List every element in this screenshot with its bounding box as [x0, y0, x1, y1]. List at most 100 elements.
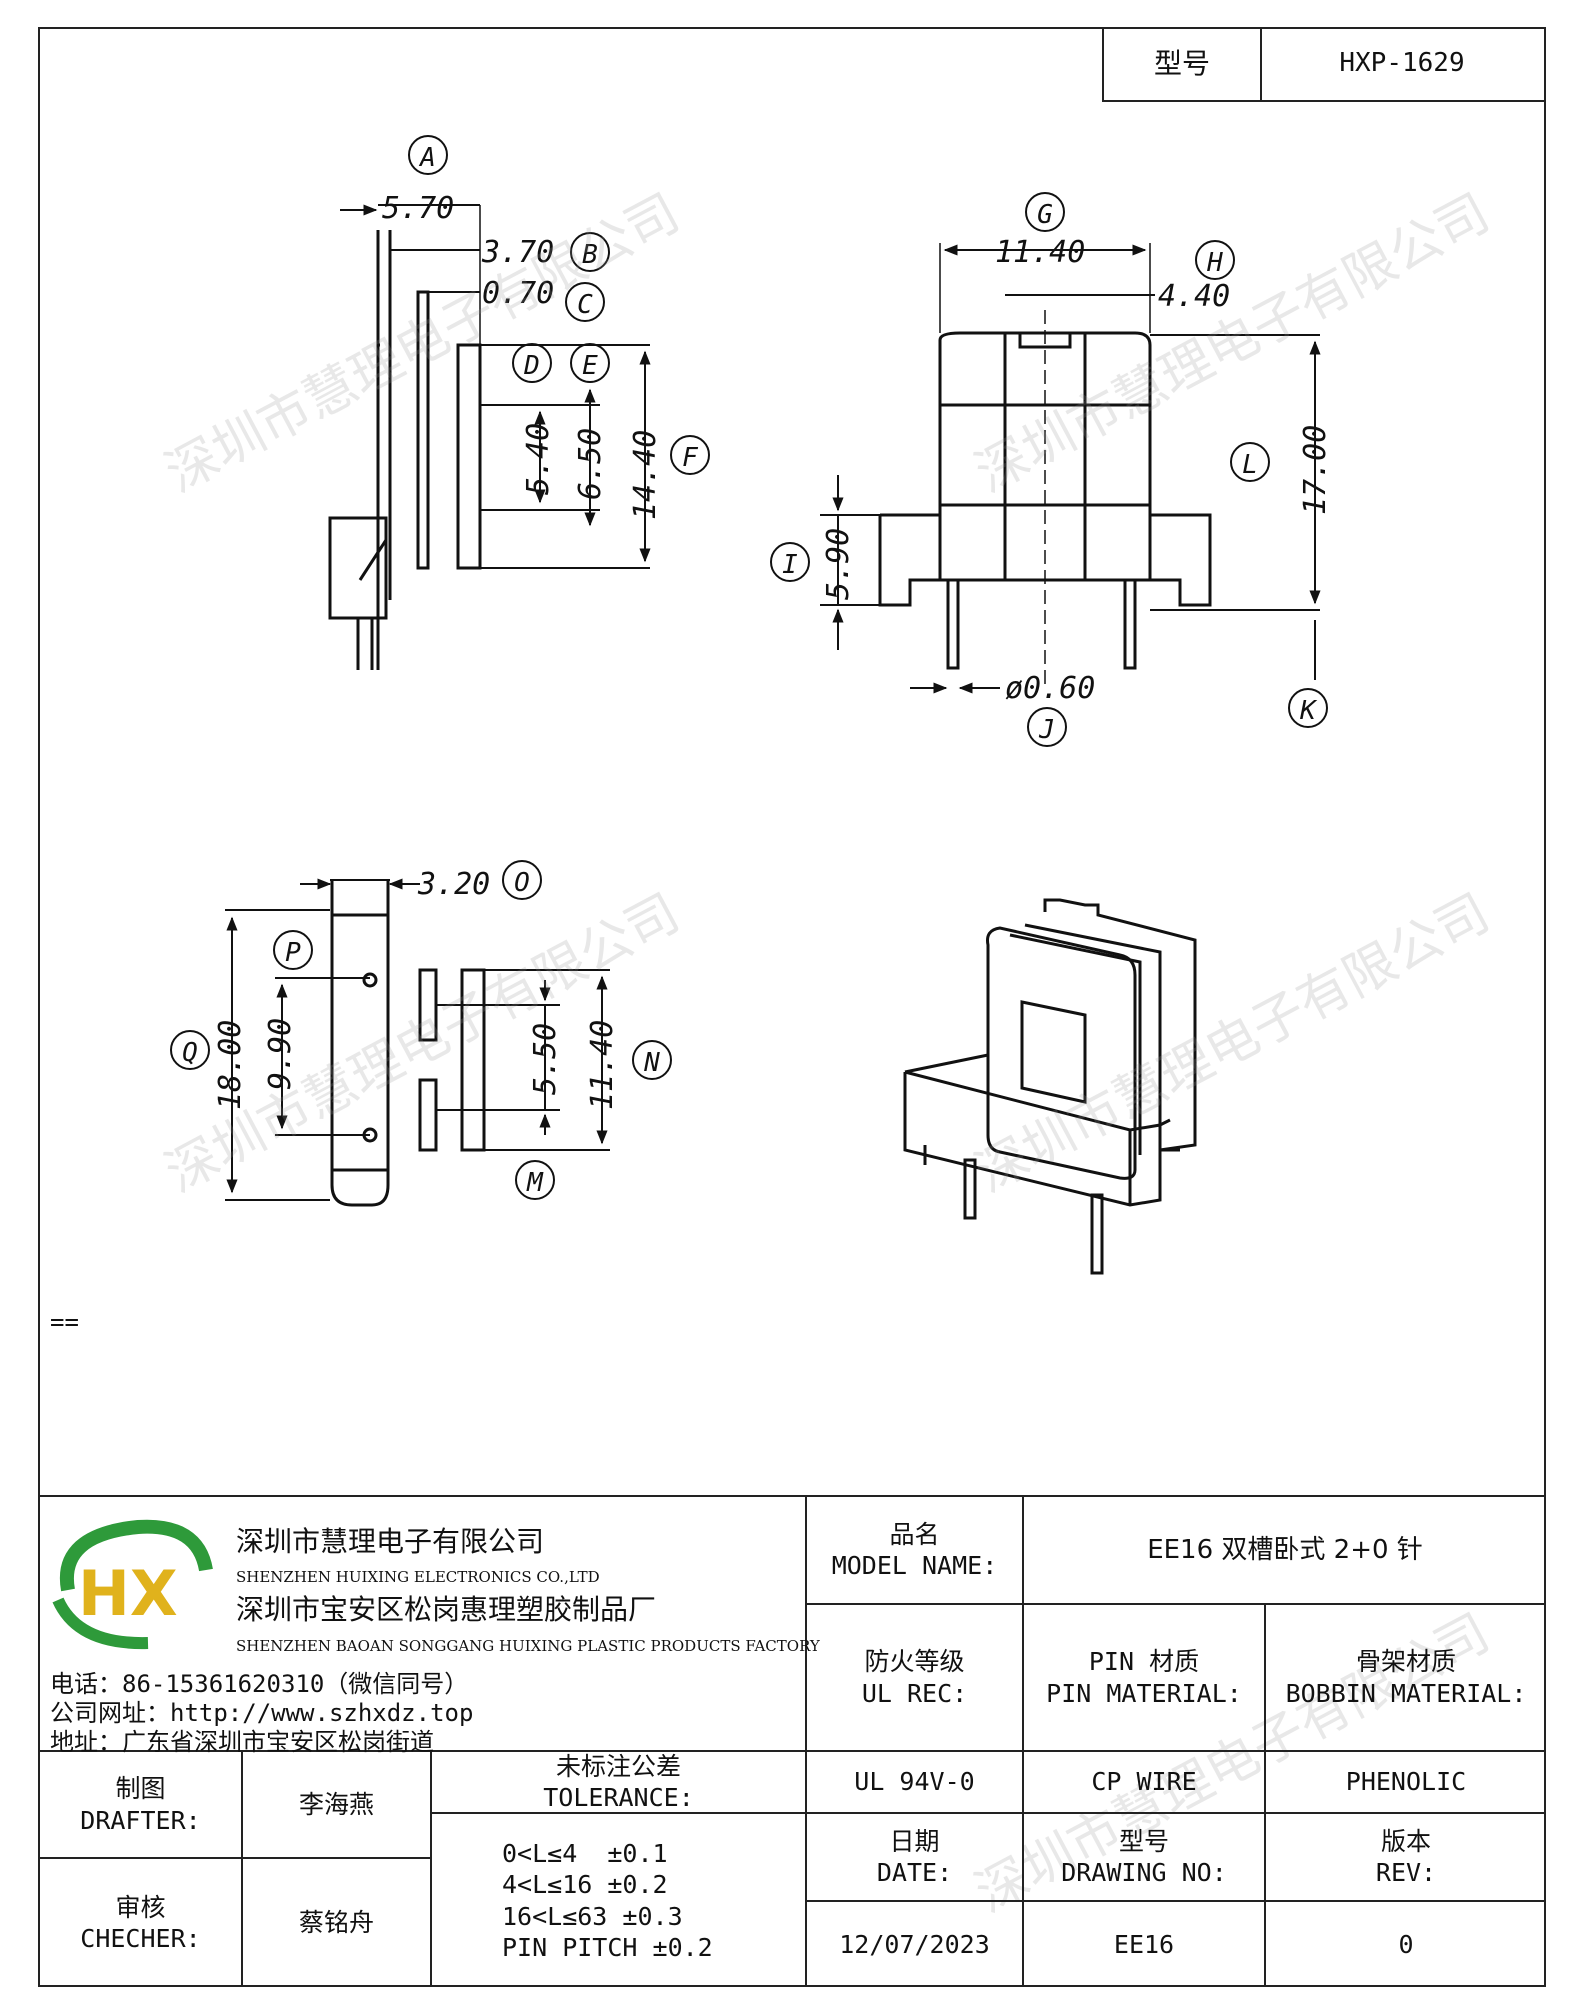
note-mark: == [50, 1308, 79, 1336]
pin-material-value-cell: CP WIRE [1024, 1752, 1264, 1812]
company-phone: 电话：86-15361620310（微信同号） [50, 1670, 469, 1698]
front-view [820, 243, 1321, 694]
side-view-flange-right [456, 343, 482, 570]
dim-a-text: 5.70 [382, 191, 454, 226]
side-view [328, 204, 651, 670]
drafter-en: DRAFTER: [80, 1805, 201, 1835]
drafter-name-cell: 李海燕 [243, 1752, 430, 1857]
circle-h-label: H [1206, 248, 1223, 278]
circle-j-label: J [1038, 715, 1055, 745]
isometric-view [903, 898, 1197, 1275]
drafter-name: 李海燕 [298, 1789, 374, 1819]
circle-k-label: K [1299, 696, 1318, 726]
rev-value-cell: 0 [1266, 1902, 1546, 1987]
pin-material-en: PIN MATERIAL: [1046, 1678, 1242, 1708]
drawing-no-cn: 型号 [1118, 1826, 1169, 1856]
rev-en: REV: [1375, 1858, 1437, 1887]
top-view [225, 878, 610, 1207]
rev-value: 0 [1398, 1929, 1414, 1959]
date-value: 12/07/2023 [839, 1929, 990, 1959]
side-view-flange-mid [416, 290, 430, 570]
ul-en: UL REC: [861, 1678, 968, 1708]
company-name-en: SHENZHEN HUIXING ELECTRONICS CO.,LTD [236, 1568, 600, 1586]
drawing-no-value: EE16 [1113, 1929, 1175, 1959]
ul-cn: 防火等级 [864, 1647, 965, 1677]
model-name-en: MODEL NAME: [831, 1551, 998, 1580]
front-view-body [938, 331, 1152, 582]
bobbin-material-value-cell: PHENOLIC [1266, 1752, 1546, 1812]
checker-name-cell: 蔡铭舟 [243, 1859, 430, 1987]
dim-i-text: 5.90 [821, 528, 856, 600]
company-address: 地址：广东省深圳市宝安区松岗街道 [50, 1728, 434, 1756]
dim-b-text: 3.70 [481, 235, 554, 270]
tolerance-line-3: 16<L≤63 ±0.3 [502, 1901, 683, 1931]
circle-c-label: C [577, 290, 593, 320]
circle-f-label: F [682, 443, 699, 473]
model-name-cn: 品名 [889, 1519, 940, 1549]
header-model-label-cell: 型号 [1102, 27, 1262, 102]
dim-p-text: 9.90 [263, 1018, 298, 1090]
front-view-pin-left [946, 578, 960, 670]
pin-material-value: CP WIRE [1091, 1767, 1197, 1797]
circle-a-label: A [418, 143, 436, 173]
date-cn: 日期 [889, 1826, 940, 1856]
dim-n-text: 11.40 [585, 1020, 620, 1110]
model-name-value-cell: EE16 双槽卧式 2+0 针 [1024, 1497, 1546, 1603]
dim-d-text: 5.40 [521, 423, 556, 495]
circle-i-label: I [782, 550, 798, 580]
tolerance-line-1: 0<L≤4 ±0.1 [502, 1839, 668, 1868]
dim-c-text: 0.70 [482, 276, 554, 311]
bobbin-material-en: BOBBIN MATERIAL: [1285, 1678, 1527, 1708]
dim-q-text: 18.00 [213, 1020, 248, 1110]
circle-m-label: M [526, 1168, 544, 1198]
checker-name: 蔡铭舟 [298, 1908, 374, 1938]
bobbin-material-value: PHENOLIC [1345, 1767, 1467, 1797]
circle-o-label: O [514, 868, 530, 898]
drawing-no-en: DRAWING NO: [1061, 1858, 1227, 1887]
circle-d-label: D [523, 351, 540, 381]
circle-b-label: B [582, 240, 598, 270]
header-model-value-cell: HXP-1629 [1260, 27, 1546, 102]
tolerance-values-cell: 0<L≤4 ±0.1 4<L≤16 ±0.2 16<L≤63 ±0.3 PIN … [432, 1814, 805, 1987]
technical-drawing: A 5.70 3.70 B 0.70 C D E 5.40 6.50 14.40… [50, 135, 1333, 1336]
dim-f-text: 14.40 [628, 430, 663, 520]
dim-l-text: 17.00 [1298, 425, 1333, 515]
isometric-flange-front [986, 926, 1137, 1180]
ul-value: UL 94V-0 [854, 1767, 975, 1797]
isometric-window [1020, 1000, 1087, 1104]
factory-name-cn: 深圳市宝安区松岗惠理塑胶制品厂 [236, 1593, 657, 1626]
circle-n-label: N [643, 1048, 660, 1078]
company-name-cn: 深圳市慧理电子有限公司 [236, 1525, 545, 1558]
ul-value-cell: UL 94V-0 [807, 1752, 1022, 1812]
model-name-value: EE16 双槽卧式 2+0 针 [1147, 1534, 1423, 1565]
tolerance-cn: 未标注公差 [555, 1751, 681, 1781]
dim-j-text: ø0.60 [1005, 671, 1095, 706]
dim-e-text: 6.50 [573, 428, 608, 500]
date-en: DATE: [876, 1858, 953, 1887]
pin-material-cn: PIN 材质 [1088, 1647, 1200, 1677]
checker-cn: 审核 [115, 1892, 166, 1922]
tolerance-line-4: PIN PITCH ±0.2 [502, 1932, 713, 1962]
date-value-cell: 12/07/2023 [807, 1902, 1022, 1987]
dim-o-text: 3.20 [417, 867, 490, 902]
drafter-cn: 制图 [115, 1774, 166, 1804]
circle-l-label: L [1242, 450, 1258, 480]
top-view-base [330, 880, 390, 1207]
header-model-label: 型号 [1153, 47, 1210, 80]
tolerance-en: TOLERANCE: [543, 1783, 694, 1812]
logo-text: HX [78, 1557, 178, 1630]
logo-swoosh [59, 1519, 213, 1592]
dim-g-text: 11.40 [995, 235, 1085, 270]
front-view-pin-right [1123, 578, 1137, 670]
drawing-frame [38, 27, 1546, 1987]
dim-m-text: 5.50 [528, 1023, 563, 1095]
circle-p-label: P [285, 938, 301, 968]
